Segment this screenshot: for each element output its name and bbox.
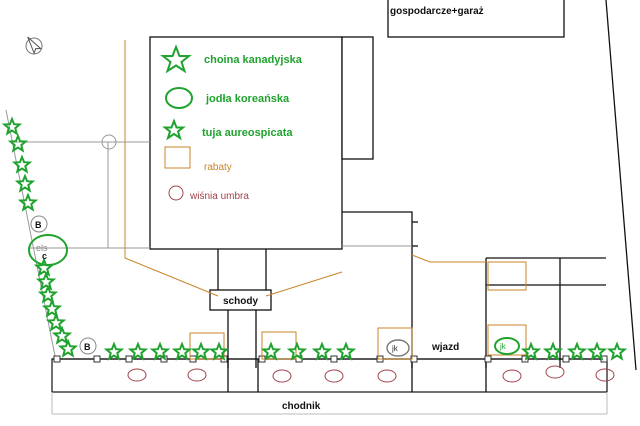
survey-point	[101, 134, 117, 150]
marker-b-icon	[30, 215, 48, 233]
thuja-icon	[35, 271, 57, 291]
cherry-legend-icon	[168, 185, 184, 201]
thuja-icon	[7, 133, 29, 153]
jk-marker-icon	[494, 337, 520, 355]
thuja-icon	[11, 154, 33, 174]
cherry-tree-icon	[324, 369, 344, 383]
flower-bed	[487, 324, 527, 356]
cherry-tree-icon	[127, 368, 147, 382]
thuja-icon	[45, 312, 67, 332]
thuja-icon	[41, 298, 63, 318]
thuja-icon	[37, 284, 59, 304]
stairs-label: schody	[223, 296, 258, 307]
cherry-trees	[127, 365, 615, 383]
path-left	[124, 40, 219, 297]
tree-label-els: els	[36, 243, 48, 253]
fir-legend-icon	[165, 87, 193, 109]
thuja-icon	[566, 341, 588, 361]
stairs-block	[209, 289, 272, 311]
right-boundary-line	[605, 0, 637, 371]
legend-border-label: rabaty	[204, 162, 232, 173]
thuja-icon	[57, 338, 79, 358]
thuja-icon	[311, 341, 333, 361]
front-thuja-row	[103, 341, 628, 361]
fence-post-icon	[562, 355, 570, 363]
thuja-icon	[286, 341, 308, 361]
fence-post-icon	[521, 355, 529, 363]
left-thuja-row	[1, 116, 79, 358]
marker-b-label: B	[84, 342, 91, 352]
fence-post-icon	[93, 355, 101, 363]
thuja-icon	[14, 173, 36, 193]
house-annex	[341, 36, 374, 160]
fence-post-icon	[484, 355, 492, 363]
marker-b-icon	[79, 337, 97, 355]
driveway-label: wjazd	[431, 342, 459, 353]
legend-cherry-label: wiśnia umbra	[189, 191, 249, 202]
legend-spruce-label: choina kanadyjska	[204, 54, 303, 66]
thuja-icon	[127, 341, 149, 361]
jk-marker-icon	[386, 339, 410, 357]
cherry-tree-icon	[595, 368, 615, 382]
thuja-icon	[103, 341, 125, 361]
thuja-icon	[260, 341, 282, 361]
flower-bed	[487, 261, 527, 291]
north-arrow-icon	[25, 36, 43, 55]
cherry-tree-icon	[545, 365, 565, 379]
flower-bed	[189, 332, 225, 360]
house-wing-wall	[342, 211, 413, 368]
marker-b-label: B	[35, 220, 42, 230]
outbuilding	[387, 0, 565, 38]
thuja-icon	[149, 341, 171, 361]
fence-post-icon	[125, 355, 133, 363]
thuja-icon	[190, 341, 212, 361]
cherry-tree-icon	[187, 368, 207, 382]
thuja-icon	[542, 341, 564, 361]
thuja-icon	[1, 116, 23, 136]
jk-marker-label: jk	[499, 342, 507, 351]
marker-c-label: c	[42, 251, 47, 261]
border-legend-icon	[164, 146, 191, 169]
thuja-legend-icon	[162, 118, 186, 141]
legend: choina kanadyjska jodła koreańska tuja a…	[160, 44, 303, 202]
fir-tree-icon	[28, 234, 68, 266]
thuja-icon	[51, 325, 73, 345]
legend-fir-label: jodła koreańska	[205, 93, 290, 105]
fence-post-icon	[53, 355, 61, 363]
spruce-legend-icon	[160, 44, 192, 74]
cherry-tree-icon	[272, 369, 292, 383]
legend-thuja-label: tuja aureospicata	[202, 127, 293, 139]
flower-bed	[377, 327, 413, 360]
jk-marker-label: jk	[391, 344, 399, 353]
outbuilding-label: gospodarcze+garaż	[390, 6, 484, 17]
front-fence-strip	[51, 358, 608, 393]
path-east	[411, 254, 486, 263]
sidewalk-label: chodnik	[282, 401, 321, 412]
house-main	[149, 36, 343, 250]
cherry-tree-icon	[377, 369, 397, 383]
thuja-icon	[17, 192, 39, 212]
path-right	[265, 271, 343, 297]
fence-post-icon	[330, 355, 338, 363]
thuja-icon	[520, 341, 542, 361]
cherry-tree-icon	[502, 369, 522, 383]
thuja-icon	[335, 341, 357, 361]
thuja-icon	[586, 341, 608, 361]
thuja-icon	[208, 341, 230, 361]
thuja-icon	[606, 341, 628, 361]
thuja-icon	[171, 341, 193, 361]
